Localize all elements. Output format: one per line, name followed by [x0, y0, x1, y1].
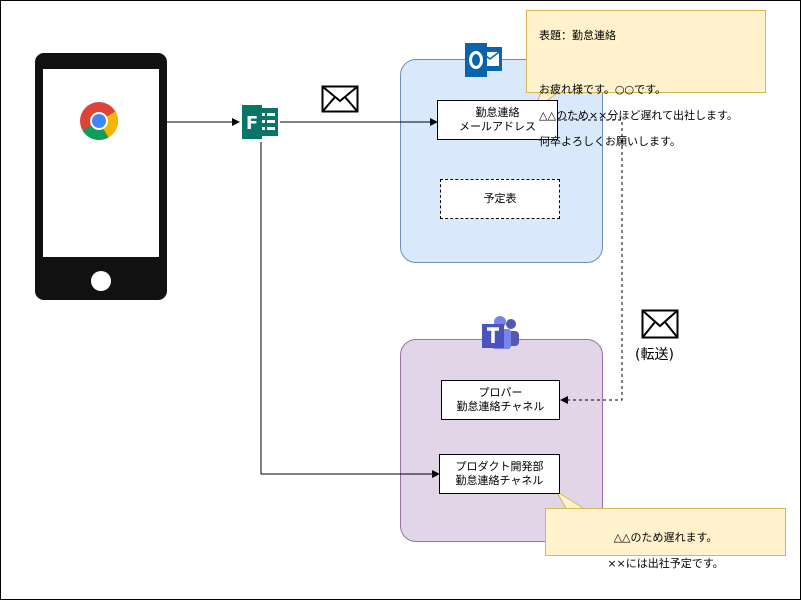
outlook-container: [400, 59, 603, 263]
email-subject: 表題：勤怠連絡: [539, 29, 616, 42]
teams-note-pointer: [555, 490, 584, 509]
email-content-note: 表題：勤怠連絡 お疲れ様です。○○です。 △△のため××分ほど遅れて出社します。…: [526, 10, 766, 148]
chrome-icon: [80, 102, 119, 141]
email-body-line-3: 何卒よろしくお願いします。: [539, 135, 681, 148]
smartphone: [35, 53, 167, 300]
forward-dashed-arrow: [558, 119, 623, 404]
mail-address-box: 勤怠連絡 メールアドレス: [437, 100, 558, 140]
teams-message-line-2: ××には出社予定です。: [607, 557, 724, 570]
forms-to-product-channel-arrow: [260, 141, 440, 478]
phone-screen: [43, 69, 159, 257]
teams-icon: [482, 316, 519, 349]
product-channel-box: プロダクト開発部 勤怠連絡チャネル: [439, 454, 560, 494]
mail-icon: [321, 85, 359, 113]
mail-forward-icon: [641, 309, 679, 339]
email-body-line-1: お疲れ様です。○○です。: [539, 83, 666, 96]
teams-message-line-1: △△のため遅れます。: [613, 531, 718, 544]
forward-label: (転送): [635, 347, 674, 363]
phone-home-button: [91, 271, 111, 291]
teams-message-note: △△のため遅れます。 ××には出社予定です。: [545, 508, 786, 570]
forms-icon: F: [240, 102, 280, 142]
outlook-icon: [465, 43, 502, 77]
email-body-line-2: △△のため××分ほど遅れて出社します。: [539, 109, 738, 122]
svg-text:F: F: [246, 113, 258, 134]
proper-channel-box: プロパー 勤怠連絡チャネル: [441, 380, 560, 420]
schedule-box: 予定表: [440, 179, 560, 219]
